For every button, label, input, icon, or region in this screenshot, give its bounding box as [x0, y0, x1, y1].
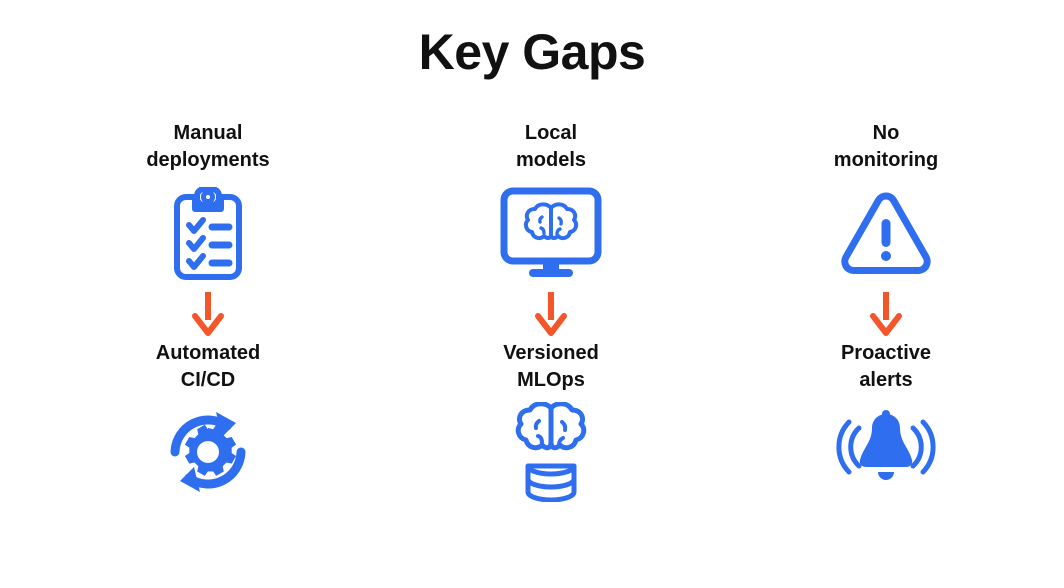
down-arrow-icon-2: [534, 286, 568, 340]
brain-database-icon: [509, 398, 593, 506]
monitor-brain-icon: [499, 182, 603, 286]
fix-label-1: Automated CI/CD: [155, 342, 261, 391]
gap-label-2: Local models: [515, 122, 587, 171]
fix-label-2: Versioned MLOps: [503, 342, 599, 391]
gap-columns: Manual deployments: [0, 120, 1064, 588]
fix-label-3: Proactive alerts: [840, 342, 932, 391]
gap-label-1: Manual deployments: [146, 122, 270, 171]
gap-label-3: No monitoring: [833, 122, 939, 171]
ringing-bell-icon: [833, 398, 939, 506]
gap-column-2: Local models: [385, 120, 718, 506]
down-arrow-icon-3: [869, 286, 903, 340]
warning-triangle-icon: [840, 182, 932, 286]
gap-column-3: No monitoring Proactive alerts: [720, 120, 1053, 506]
down-arrow-icon-1: [191, 286, 225, 340]
page-title: Key Gaps: [418, 24, 646, 80]
clipboard-checklist-icon: [173, 182, 243, 286]
gap-column-1: Manual deployments: [42, 120, 375, 506]
gear-refresh-icon: [160, 398, 256, 506]
